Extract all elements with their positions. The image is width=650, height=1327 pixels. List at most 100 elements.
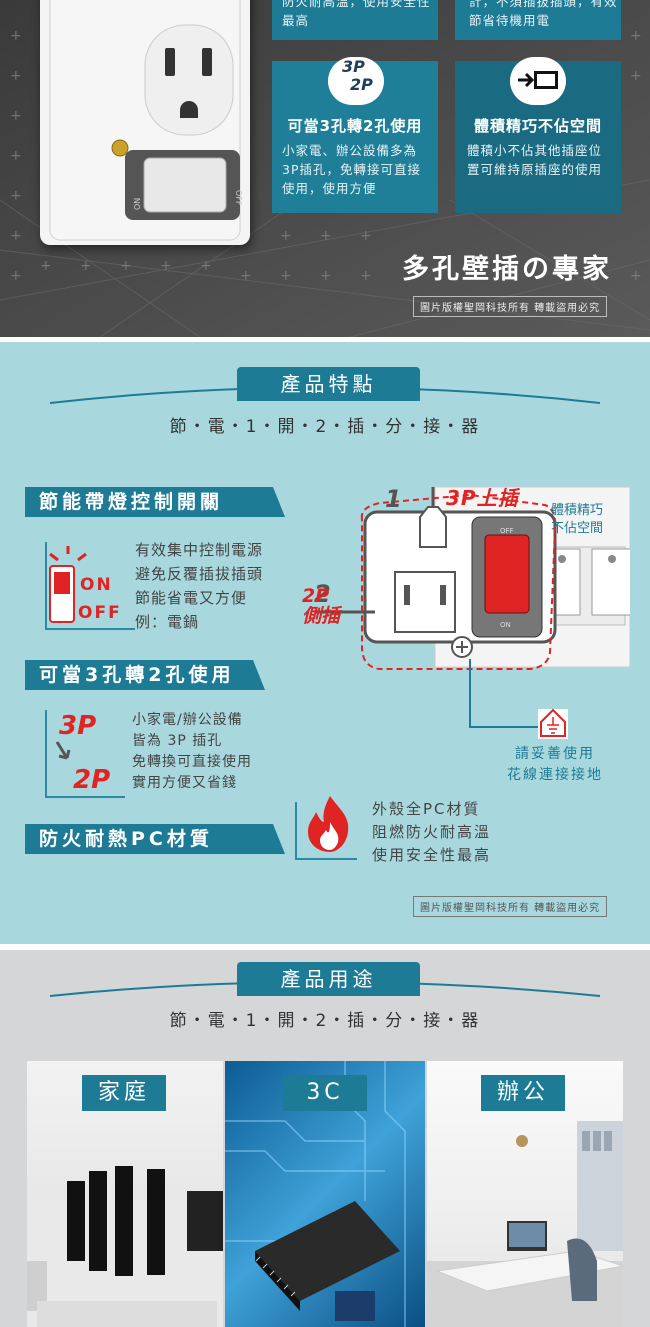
feature-switch-line: 有效集中控制電源 xyxy=(135,541,264,559)
3p-text: 3P xyxy=(59,711,96,741)
label-3p-top: 3P上插 xyxy=(446,486,519,510)
feature-tag-fireproof: 防火耐熱PC材質 xyxy=(25,824,285,854)
outlet-illustration: ON OFF xyxy=(49,0,243,241)
home-interior-illustration xyxy=(27,1166,223,1327)
icon-2p-text: 2P xyxy=(350,75,373,94)
svg-text:+: + xyxy=(160,258,172,274)
svg-text:+: + xyxy=(80,258,92,274)
on-off-switch-icon: ON OFF xyxy=(49,546,122,623)
svg-text:+: + xyxy=(320,228,332,244)
uses-header: 產品用途 xyxy=(237,962,420,996)
feature-switch-line: 例：電鍋 xyxy=(135,613,200,631)
svg-text:+: + xyxy=(630,28,642,44)
label-compact: 體積精巧 不佔空間 xyxy=(537,502,617,538)
feature-3p2p-line: 實用方便又省錢 xyxy=(132,775,237,791)
feature-box-3p2p-body: 小家電、辦公設備多為3P插孔，免轉接可直接使用，使用方便 xyxy=(282,143,421,196)
photo-3c: 3C xyxy=(225,1061,425,1327)
diagram-number-1: 1 xyxy=(385,485,402,513)
svg-text:+: + xyxy=(10,148,22,164)
feature-switch-text: 有效集中控制電源 避免反覆插拔插頭 節能省電又方便 例：電鍋 xyxy=(135,538,263,634)
feature-switch-line: 節能省電又方便 xyxy=(135,589,248,607)
feature-box-energy: 計，不須插拔插頭，有效節省待機用電 xyxy=(455,0,621,40)
feature-box-3p2p-title: 可當3孔轉2孔使用 xyxy=(287,117,423,135)
flame-icon-frame xyxy=(295,802,357,860)
3p-to-2p-icon: 3P 2P xyxy=(55,711,110,795)
3p-2p-icon: 3P 2P xyxy=(328,57,384,105)
feature-switch-line: 避免反覆插拔插頭 xyxy=(135,565,264,583)
feature-fireproof-line: 阻燃防火耐高溫 xyxy=(372,823,492,841)
svg-text:+: + xyxy=(10,268,22,284)
label-ground: 請妥善使用 花線連接接地 xyxy=(500,744,610,786)
switch-icon-frame xyxy=(45,542,135,630)
banner-slogan: 多孔壁插の專家 xyxy=(402,254,612,285)
features-header: 產品特點 xyxy=(237,367,420,401)
feature-3p2p-line: 皆為 3P 插孔 xyxy=(132,733,223,749)
label-compact-line: 不佔空間 xyxy=(550,521,603,536)
3p2p-icon-frame xyxy=(45,710,125,798)
product-diagram: OFF ON 1 2 xyxy=(314,485,630,739)
svg-text:+: + xyxy=(40,258,52,274)
svg-text:+: + xyxy=(630,68,642,84)
2p-text: 2P xyxy=(73,765,110,795)
feature-tag-fireproof-label: 防火耐熱PC材質 xyxy=(39,828,213,850)
circuit-board-illustration xyxy=(225,1061,406,1327)
label-2p-side: 2P 側插 xyxy=(302,586,340,626)
label-ground-line: 花線連接接地 xyxy=(507,767,603,783)
off-label: OFF xyxy=(78,603,122,623)
diagram-switch-on: ON xyxy=(500,621,511,629)
svg-text:+: + xyxy=(280,228,292,244)
feature-3p2p-text: 小家電/辦公設備 皆為 3P 插孔 免轉換可直接使用 實用方便又省錢 xyxy=(132,710,252,794)
svg-text:+: + xyxy=(360,228,372,244)
svg-text:+: + xyxy=(120,258,132,274)
feature-3p2p-line: 免轉換可直接使用 xyxy=(132,754,252,770)
feature-fireproof-line: 外殼全PC材質 xyxy=(372,800,481,818)
feature-tag-switch: 節能帶燈控制開關 xyxy=(25,487,285,517)
photo-office-label: 辦公 xyxy=(481,1075,565,1111)
features-section: 產品特點 節・電・1・開・2・插・分・接・器 節能帶燈控制開關 ON OFF 有… xyxy=(0,342,650,944)
label-compact-line: 體積精巧 xyxy=(550,503,603,518)
feature-tag-3p2p-label: 可當3孔轉2孔使用 xyxy=(39,664,235,686)
svg-text:+: + xyxy=(360,268,372,284)
feature-tag-switch-label: 節能帶燈控制開關 xyxy=(39,491,224,513)
office-interior-illustration xyxy=(427,1121,623,1327)
product-image: ON OFF xyxy=(40,0,250,245)
label-ground-line: 請妥善使用 xyxy=(515,746,595,762)
icon-3p-text: 3P xyxy=(342,57,365,76)
feature-tag-3p2p: 可當3孔轉2孔使用 xyxy=(25,660,265,690)
svg-text:+: + xyxy=(320,268,332,284)
feature-fireproof-text: 外殼全PC材質 阻燃防火耐高溫 使用安全性最高 xyxy=(372,798,491,867)
diagram-switch-off: OFF xyxy=(500,527,514,535)
svg-text:+: + xyxy=(10,228,22,244)
photo-home: 家庭 xyxy=(27,1061,223,1327)
flame-icon xyxy=(308,796,349,852)
svg-text:+: + xyxy=(240,268,252,284)
features-subtitle: 節・電・1・開・2・插・分・接・器 xyxy=(169,417,481,437)
photo-home-label: 家庭 xyxy=(82,1075,166,1111)
svg-text:+: + xyxy=(10,68,22,84)
switch-off-label: OFF xyxy=(234,190,243,206)
label-2p-side-line: 2P xyxy=(302,585,330,607)
photo-3c-label: 3C xyxy=(283,1075,367,1111)
features-copyright: 圖片版權聖岡科技所有 轉載盜用必究 xyxy=(413,896,608,917)
feature-box-energy-text: 計，不須插拔插頭，有效節省待機用電 xyxy=(469,0,618,28)
diagram-number-2: 2 xyxy=(314,580,331,608)
label-2p-side-line: 側插 xyxy=(302,605,341,627)
banner-copyright: 圖片版權聖岡科技所有 轉載盜用必究 xyxy=(413,296,608,317)
on-label: ON xyxy=(80,575,113,595)
plug-in-icon xyxy=(510,57,566,105)
switch-on-label: ON xyxy=(133,198,142,210)
svg-text:+: + xyxy=(280,268,292,284)
svg-text:+: + xyxy=(10,188,22,204)
svg-text:+: + xyxy=(200,258,212,274)
feature-fireproof-line: 使用安全性最高 xyxy=(372,846,492,864)
uses-subtitle: 節・電・1・開・2・插・分・接・器 xyxy=(169,1011,481,1031)
top-banner: ++++ ++++ ++++ ++++ ++++ +++ ON OFF 防火耐高… xyxy=(0,0,650,337)
svg-text:+: + xyxy=(10,28,22,44)
feature-box-fireproof-text: 防火耐高溫，使用安全性最高 xyxy=(282,0,431,28)
feature-box-compact-title: 體積精巧不佔空間 xyxy=(473,117,602,135)
svg-text:+: + xyxy=(630,268,642,284)
svg-text:+: + xyxy=(10,108,22,124)
feature-box-compact: 體積精巧不佔空間 體積小不佔其他插座位置可維持原插座的使用 xyxy=(455,57,621,213)
feature-3p2p-line: 小家電/辦公設備 xyxy=(132,712,243,728)
photo-office: 辦公 xyxy=(427,1061,623,1327)
